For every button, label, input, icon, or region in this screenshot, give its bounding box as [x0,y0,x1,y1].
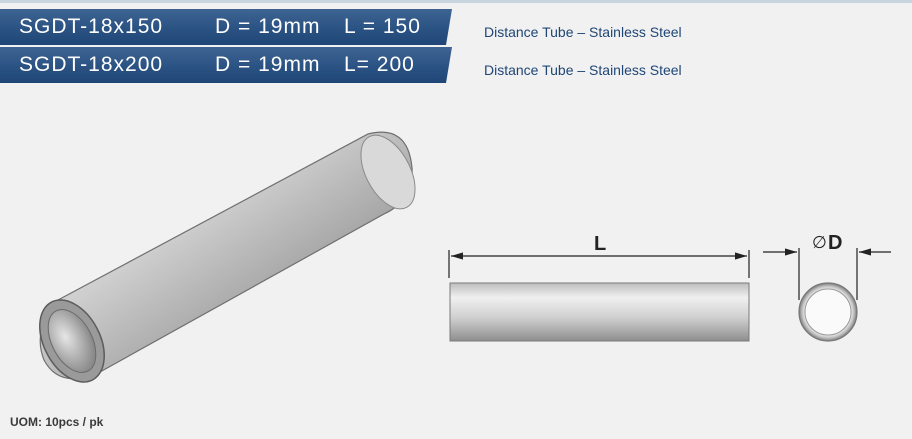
diameter-label: D [828,232,842,254]
length-label: L [594,233,606,255]
uom-label: UOM: 10pcs / pk [10,415,104,429]
top-divider [0,0,912,3]
product-diameter-2: D = 19mm [215,53,321,76]
product-bar-2: SGDT-18x200 D = 19mm L= 200 [0,47,452,83]
product-description-1: Distance Tube – Stainless Steel [484,24,682,40]
diameter-symbol: ∅ [812,233,827,252]
tube-perspective-illustration [39,131,416,383]
product-length-2: L= 200 [344,53,415,76]
product-length-1: L = 150 [344,15,421,38]
tube-end-view [763,248,891,342]
product-code-2: SGDT-18x200 [19,53,164,76]
tube-side-view [448,250,750,342]
product-diameter-1: D = 19mm [215,15,321,38]
product-description-2: Distance Tube – Stainless Steel [484,62,682,78]
product-code-1: SGDT-18x150 [19,15,164,38]
product-bar-1: SGDT-18x150 D = 19mm L = 150 [0,9,452,45]
